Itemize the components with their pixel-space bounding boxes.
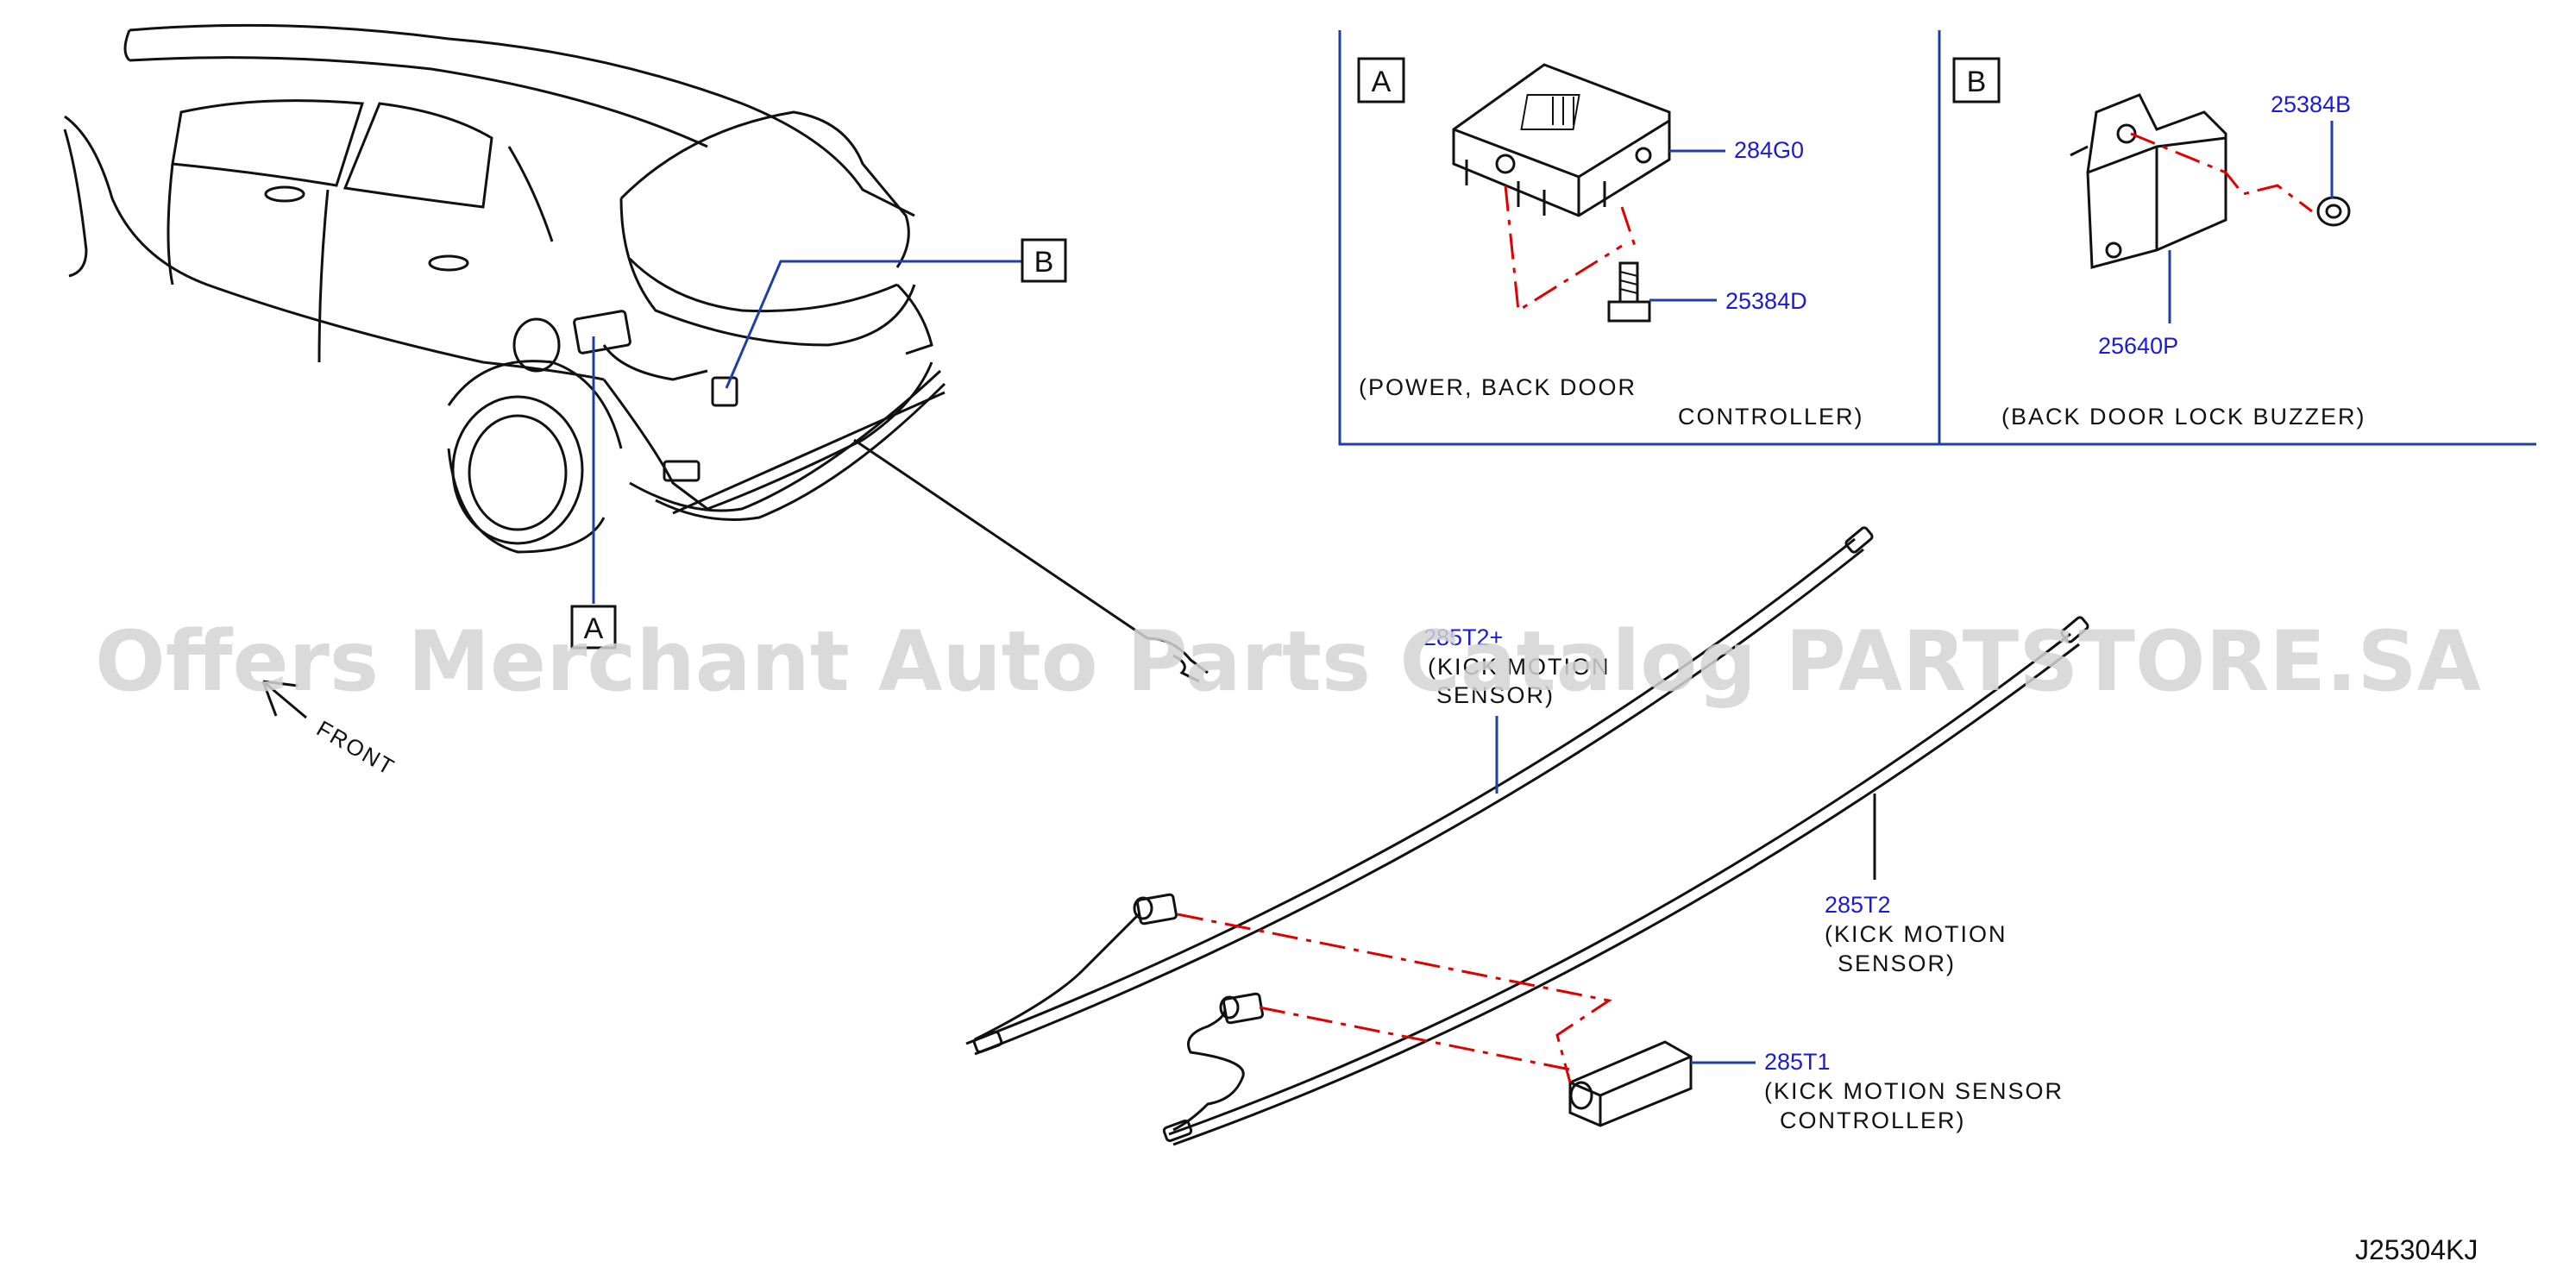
part-number-285T2[interactable]: 285T2	[1825, 892, 1891, 918]
kick-motion-sensors: 285T2+ (KICK MOTION SENSOR) 285T2 (KICK …	[965, 526, 2089, 1146]
part-number-25384B[interactable]: 25384B	[2271, 91, 2351, 117]
part-number-285T1[interactable]: 285T1	[1764, 1049, 1831, 1075]
controller-description-line2: CONTROLLER)	[1780, 1107, 1966, 1133]
detail-b-description: (BACK DOOR LOCK BUZZER)	[2001, 404, 2366, 430]
detail-a: A 284G0 25384D (POWER, BACK DOOR CONTROL…	[1357, 57, 1864, 430]
lower-kick-sensor-drawing	[1162, 616, 2089, 1146]
sensor-description-line2: SENSOR)	[1838, 951, 1956, 976]
upper-kick-sensor-drawing	[965, 526, 1874, 1056]
upper-sensor-description-line2: SENSOR)	[1436, 682, 1555, 708]
nut-25384B-drawing	[2316, 196, 2351, 227]
detail-b-label: B	[1967, 66, 1987, 98]
vehicle-rear-illustration	[63, 23, 1209, 683]
detail-a-description-line1: (POWER, BACK DOOR	[1359, 374, 1637, 400]
detail-a-description-line2: CONTROLLER)	[1678, 404, 1864, 430]
power-back-door-controller-drawing	[1452, 63, 1671, 217]
watermark-text: Offers Merchant Auto Parts Catalog PARTS…	[95, 613, 2481, 710]
part-number-284G0[interactable]: 284G0	[1734, 137, 1804, 163]
controller-description-line1: (KICK MOTION SENSOR	[1764, 1078, 2064, 1104]
car-callout-lines	[592, 260, 1022, 604]
part-number-25384D[interactable]: 25384D	[1725, 288, 1807, 314]
sensor-description-line1: (KICK MOTION	[1825, 921, 2007, 947]
part-number-285T2-upper[interactable]: 285T2+	[1423, 624, 1503, 650]
detail-b: B 25384B 25640P (BACK DOOR LOCK BUZZER)	[1952, 57, 2366, 430]
diagram-code: J25304KJ	[2355, 1234, 2478, 1265]
car-detail-box-a: A	[570, 605, 617, 649]
back-door-lock-buzzer-drawing	[2070, 93, 2227, 269]
upper-sensor-description-line1: (KICK MOTION	[1428, 654, 1611, 680]
car-detail-box-b: B	[1021, 238, 1067, 283]
front-arrow-icon	[261, 680, 307, 719]
car-detail-a-label: A	[584, 612, 604, 645]
detail-a-label: A	[1372, 66, 1392, 98]
car-detail-b-label: B	[1034, 246, 1054, 279]
part-number-25640P[interactable]: 25640P	[2098, 333, 2178, 359]
kick-sensor-controller-drawing	[1568, 1040, 1693, 1127]
front-label: FRONT	[312, 715, 399, 781]
detail-panel-frame	[1338, 30, 2536, 446]
bolt-25384D-drawing	[1607, 261, 1651, 323]
